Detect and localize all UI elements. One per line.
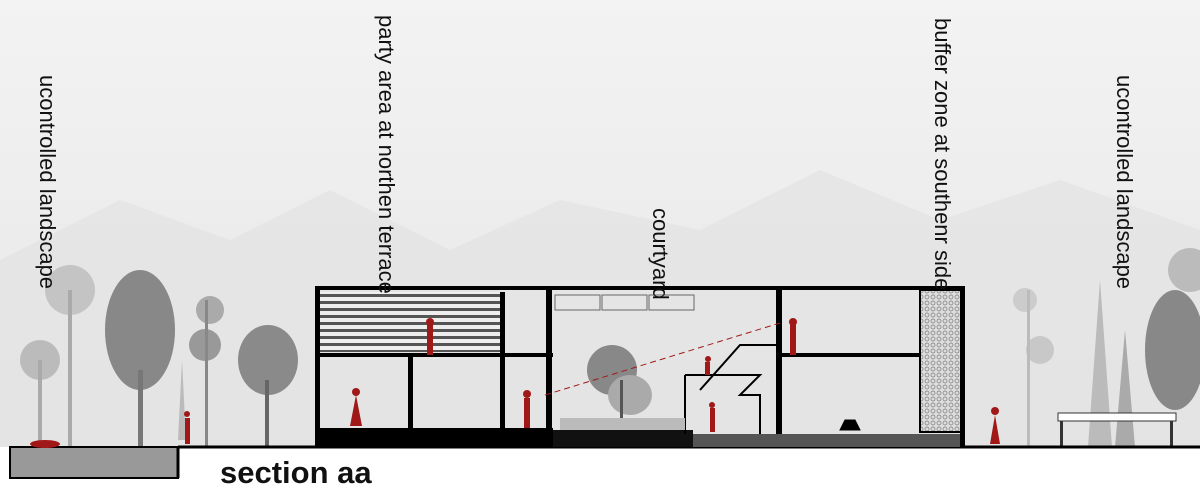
label-courtyard: courtyard [648,208,673,300]
ground-left-block [9,446,179,479]
trees-left [20,265,298,447]
building-section [315,286,965,447]
human-figures [30,318,1000,448]
sightline [544,322,781,396]
courtyard-tree [560,345,685,430]
label-party-area: party area at northen terrace [374,15,399,294]
trees-right [1013,248,1200,447]
label-buffer-zone: buffer zone at southenr side [930,18,955,291]
label-right-landscape: ucontrolled landscape [1112,75,1137,290]
drawing-title: section aa [220,455,372,490]
label-left-landscape: ucontrolled landscape [35,75,60,290]
